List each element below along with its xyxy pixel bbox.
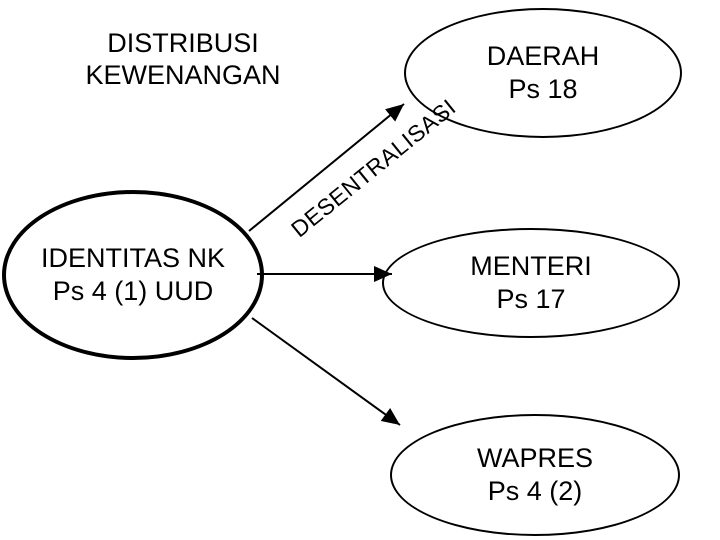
- node-daerah[interactable]: DAERAH Ps 18: [404, 8, 682, 138]
- node-identitas-nk-label: IDENTITAS NK Ps 4 (1) UUD: [40, 243, 226, 306]
- node-identitas-nk[interactable]: IDENTITAS NK Ps 4 (1) UUD: [2, 190, 264, 360]
- node-menteri-label: MENTERI Ps 17: [470, 251, 592, 314]
- arrow-to-daerah: [248, 103, 405, 232]
- arrow-to-wapres: [251, 317, 401, 426]
- node-daerah-label: DAERAH Ps 18: [486, 41, 600, 104]
- node-wapres-label: WAPRES Ps 4 (2): [476, 443, 593, 506]
- diagram-title: DISTRIBUSI KEWENANGAN: [85, 28, 281, 90]
- node-wapres[interactable]: WAPRES Ps 4 (2): [390, 414, 680, 536]
- node-menteri[interactable]: MENTERI Ps 17: [382, 228, 680, 338]
